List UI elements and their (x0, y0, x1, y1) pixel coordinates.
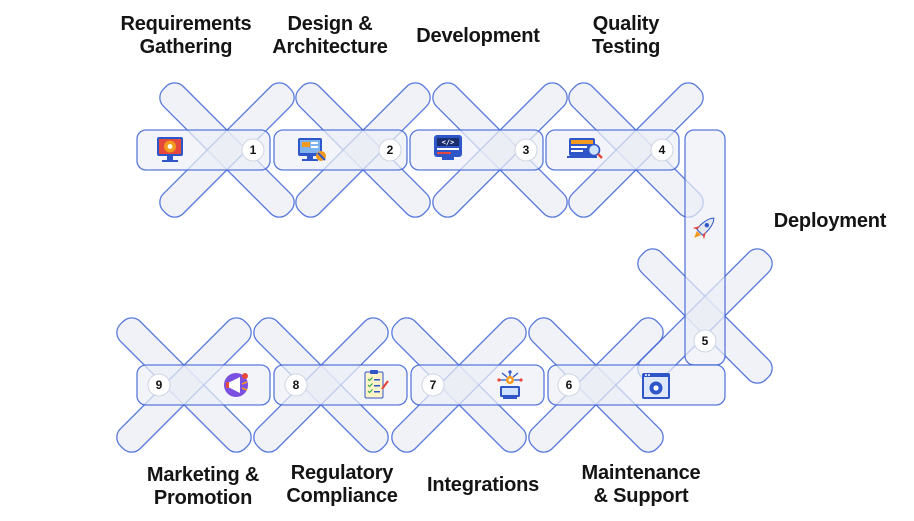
code-monitor-icon: </> (434, 135, 462, 160)
step-number-7: 7 (430, 378, 437, 392)
step-number-5: 5 (702, 334, 709, 348)
step-label-design-architecture: Design & Architecture (272, 13, 388, 58)
step-number-4: 4 (659, 143, 666, 157)
step-number-circle-5 (693, 329, 717, 353)
megaphone-icon (224, 373, 248, 397)
step-number-2: 2 (387, 143, 394, 157)
step-label-integrations: Integrations (426, 474, 540, 496)
step-label-development: Development (416, 25, 540, 47)
step-number-circle-3 (514, 138, 538, 162)
step-label-marketing-promotion: Marketing & Promotion (146, 464, 260, 509)
step-number-circle-1 (241, 138, 265, 162)
step-number-circle-8 (284, 373, 308, 397)
step-number-circle-6 (557, 373, 581, 397)
step-number-circle-9 (147, 373, 171, 397)
step-label-regulatory-compliance: Regulatory Compliance (286, 462, 398, 507)
gear-monitor-icon (157, 137, 183, 162)
step-label-deployment: Deployment (773, 210, 887, 232)
step-number-6: 6 (566, 378, 573, 392)
step-number-9: 9 (156, 378, 163, 392)
step-number-circle-4 (650, 138, 674, 162)
svg-text:</>: </> (442, 139, 455, 147)
step-number-1: 1 (250, 143, 257, 157)
step-label-quality-testing: Quality Testing (591, 13, 661, 58)
rocket-icon (692, 217, 715, 240)
step-number-circle-2 (378, 138, 402, 162)
step-number-3: 3 (523, 143, 530, 157)
step-number-circle-7 (421, 373, 445, 397)
pill-6 (547, 364, 726, 406)
step-number-8: 8 (293, 378, 300, 392)
integration-monitor-icon (497, 370, 523, 399)
settings-window-icon (642, 373, 670, 399)
step-label-requirements-gathering: Requirements Gathering (120, 13, 252, 58)
testing-magnifier-icon (567, 138, 603, 159)
design-monitor-icon (298, 138, 326, 161)
step-label-maintenance-support: Maintenance & Support (581, 462, 701, 507)
checklist-icon (364, 370, 389, 399)
